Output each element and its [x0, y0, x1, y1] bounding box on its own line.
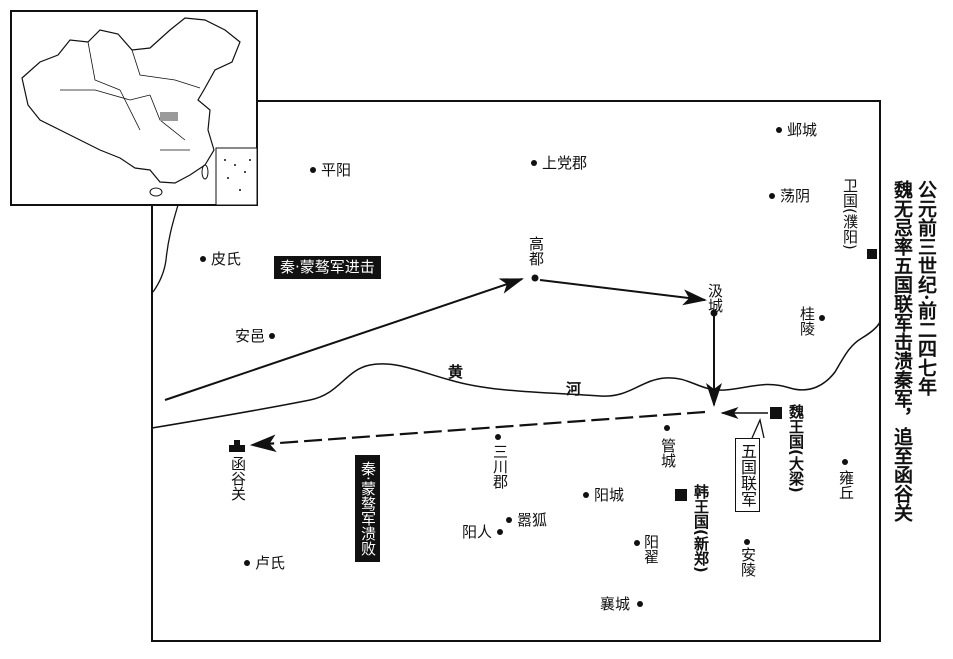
qin-advance-arrow-2	[539, 279, 707, 306]
place-wei-state: 魏王国(大梁)	[787, 404, 805, 493]
place-anyi: 安邑	[235, 327, 266, 345]
city-dots	[200, 127, 848, 607]
place-sanchuan: 三川郡	[491, 444, 509, 489]
han-capital-marker	[675, 489, 687, 501]
qin-defeat-label: 秦·蒙骜军溃败	[355, 455, 380, 562]
place-lushi: 卢氏	[255, 554, 286, 572]
place-pingyang: 平阳	[321, 161, 352, 179]
weiguo-capital-marker	[867, 249, 877, 259]
place-anling: 安陵	[739, 547, 757, 577]
place-weiguo: 卫国(濮阳)	[841, 178, 859, 250]
wei-capital-marker	[770, 407, 782, 419]
qin-advance-arrow-1	[164, 278, 524, 401]
place-guiling: 桂陵	[798, 306, 816, 336]
highlight-region	[160, 112, 178, 121]
coalition-label: 五国联军	[735, 438, 760, 512]
place-hanguguan: 函谷关	[229, 456, 247, 501]
place-xiaohu: 嚣狐	[517, 511, 548, 529]
place-han-state: 韩王国(新郑)	[692, 484, 710, 573]
river-label-huang: 黄	[448, 363, 464, 381]
place-shangdang: 上党郡	[542, 154, 588, 172]
coalition-callout-pointer	[751, 417, 765, 439]
place-yecheng: 邺城	[787, 121, 818, 139]
place-guancheng: 管城	[659, 438, 677, 468]
place-yangcheng: 阳城	[594, 486, 625, 504]
qin-advance-label: 秦·蒙骜军进击	[274, 256, 381, 279]
fen-river	[152, 204, 179, 293]
place-gaodu: 高都	[527, 236, 545, 266]
pass-marker	[229, 440, 245, 452]
place-yangzhai: 阳翟	[642, 534, 660, 564]
map-title-event: 魏无忌率五国联军击溃秦军，追至函谷关	[891, 180, 913, 522]
yellow-river	[151, 321, 881, 429]
hainan-island	[149, 187, 163, 197]
place-jicheng: 汲城	[706, 283, 724, 313]
main-map-frame	[151, 100, 881, 642]
place-pishi: 皮氏	[211, 250, 242, 268]
river-label-he: 河	[566, 380, 582, 398]
qin-retreat-arrow	[249, 410, 706, 453]
place-yangren: 阳人	[462, 523, 493, 541]
place-yongqiu: 雍丘	[837, 470, 855, 500]
map-title-period: 公元前三世纪·前二四七年	[915, 180, 937, 396]
china-outline	[21, 17, 241, 184]
place-xiangcheng: 襄城	[600, 595, 631, 613]
taiwan-island	[201, 164, 209, 180]
place-dangyin: 荡阴	[780, 187, 811, 205]
south-sea-box	[215, 147, 258, 206]
